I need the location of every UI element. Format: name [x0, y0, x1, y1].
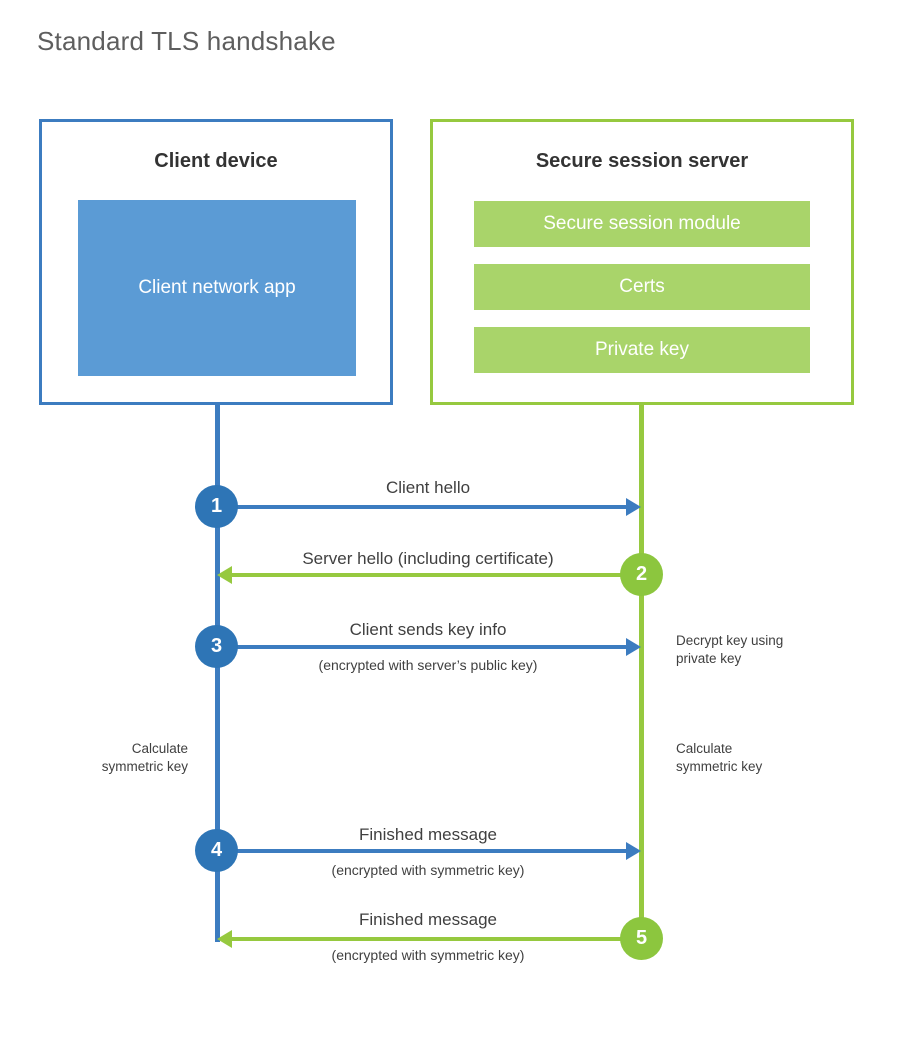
step-4-sublabel: (encrypted with symmetric key) [331, 862, 525, 878]
server-decrypt-note: Decrypt key using private key [676, 632, 856, 668]
step-marker-3: 3 [195, 625, 238, 668]
server-decrypt-note-line1: Decrypt key using [676, 633, 784, 648]
client-lifeline [215, 404, 220, 942]
server-decrypt-note-line2: private key [676, 650, 742, 666]
client-device-box: Client device Client network app [39, 119, 393, 405]
step-2-arrow-head-icon [217, 566, 232, 584]
step-2-label: Server hello (including certificate) [302, 549, 554, 568]
step-4-label: Finished message [359, 825, 497, 844]
step-1-arrow-line [217, 505, 626, 509]
server-calculate-symmetric-key-note: Calculate symmetric key [676, 740, 836, 776]
secure-session-server-title: Secure session server [535, 150, 749, 172]
step-marker-1: 1 [195, 485, 238, 528]
client-calc-note-line2: symmetric key [101, 758, 188, 774]
client-calc-note-line1: Calculate [131, 741, 188, 756]
step-4-arrow-line [217, 849, 626, 853]
step-marker-4: 4 [195, 829, 238, 872]
step-4-arrow-head-icon [626, 842, 641, 860]
step-3-arrow-head-icon [626, 638, 641, 656]
server-component-private-key: Private key [474, 327, 810, 373]
step-1-label: Client hello [385, 478, 471, 497]
server-component-certs: Certs [474, 264, 810, 310]
step-5-arrow-line [232, 937, 641, 941]
client-device-title: Client device [154, 150, 278, 172]
step-3-label: Client sends key info [349, 620, 507, 639]
step-3-arrow-line [217, 645, 626, 649]
server-calc-note-line2: symmetric key [676, 758, 763, 774]
step-5-sublabel: (encrypted with symmetric key) [331, 947, 525, 963]
secure-session-server-box: Secure session server Secure session mod… [430, 119, 854, 405]
step-5-arrow-head-icon [217, 930, 232, 948]
step-2-arrow-line [232, 573, 641, 577]
step-3-sublabel: (encrypted with server’s public key) [318, 657, 538, 673]
step-marker-5: 5 [620, 917, 663, 960]
server-lifeline [639, 404, 644, 941]
server-component-secure-session-module: Secure session module [474, 201, 810, 247]
step-marker-2: 2 [620, 553, 663, 596]
page-title: Standard TLS handshake [37, 26, 336, 56]
client-network-app-block: Client network app [78, 200, 356, 376]
step-1-arrow-head-icon [626, 498, 641, 516]
step-5-label: Finished message [359, 910, 497, 929]
client-calculate-symmetric-key-note: Calculate symmetric key [50, 740, 188, 776]
server-calc-note-line1: Calculate [676, 741, 733, 756]
